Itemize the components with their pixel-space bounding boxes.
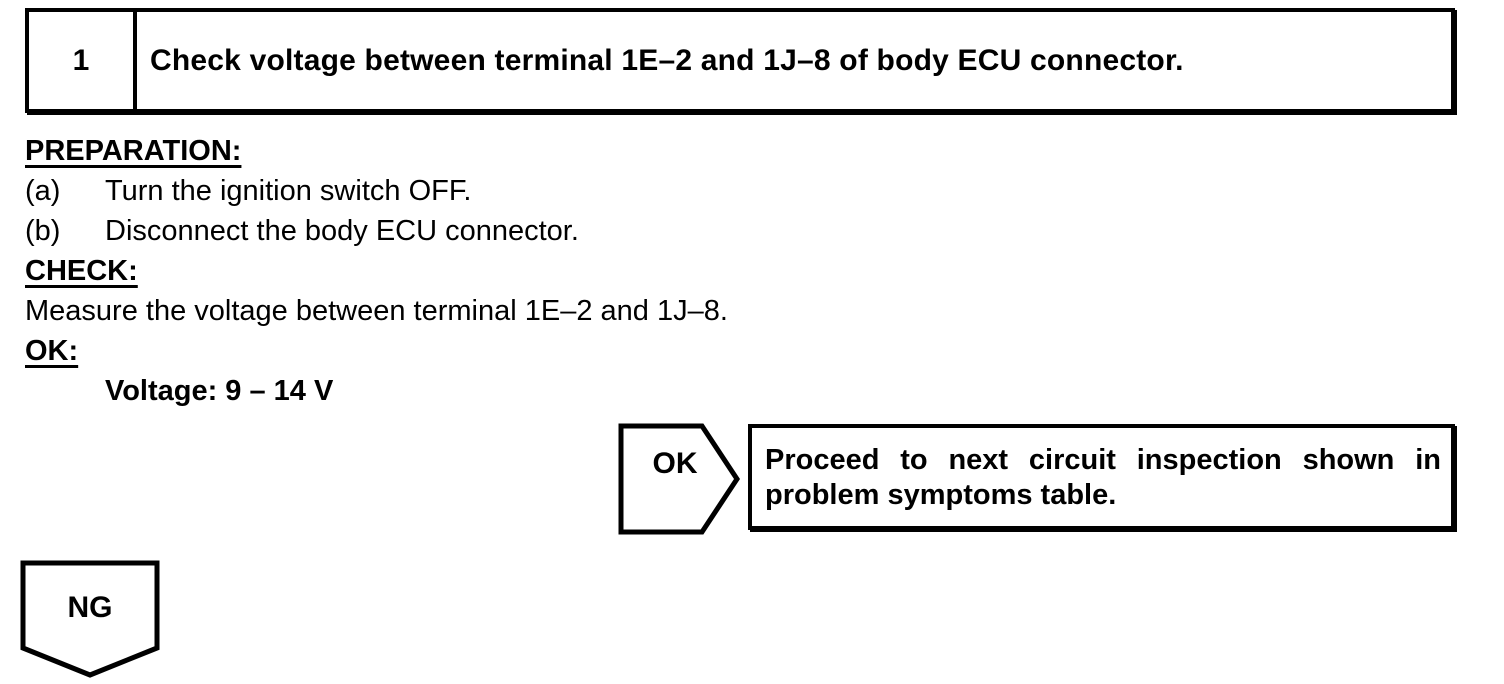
ok-connector-shape: OK	[618, 423, 740, 535]
ng-connector-outline	[20, 560, 160, 678]
ng-connector-shape: NG	[20, 560, 160, 678]
preparation-item-b-label: (b)	[25, 215, 61, 247]
step-title: Check voltage between terminal 1E–2 and …	[150, 43, 1184, 77]
ok-criteria-value: Voltage: 9 – 14 V	[105, 375, 334, 407]
ok-criteria-heading: OK:	[25, 335, 79, 367]
preparation-item-a: (a) Turn the ignition switch OFF.	[25, 171, 1175, 211]
preparation-item-a-label: (a)	[25, 175, 61, 207]
preparation-item-b: (b) Disconnect the body ECU connector.	[25, 211, 1175, 251]
preparation-item-b-text: Disconnect the body ECU connector.	[105, 215, 579, 247]
check-heading: CHECK:	[25, 255, 138, 287]
check-text: Measure the voltage between terminal 1E–…	[25, 295, 728, 327]
ok-connector-outline	[618, 423, 740, 535]
preparation-item-a-text: Turn the ignition switch OFF.	[105, 175, 472, 207]
ok-action-line-2: problem symptoms table.	[765, 479, 1117, 511]
step-number: 1	[29, 12, 137, 109]
step-header-box: 1 Check voltage between terminal 1E–2 an…	[25, 8, 1455, 113]
procedure-text: PREPARATION: (a) Turn the ignition switc…	[25, 131, 1175, 411]
ng-connector-label: NG	[68, 591, 113, 624]
preparation-heading: PREPARATION:	[25, 135, 242, 167]
ok-action-line-1: Proceed to next circuit inspection shown…	[765, 444, 1441, 476]
ok-action-box: Proceed to next circuit inspection shown…	[748, 424, 1455, 530]
ok-connector-label: OK	[653, 447, 698, 480]
